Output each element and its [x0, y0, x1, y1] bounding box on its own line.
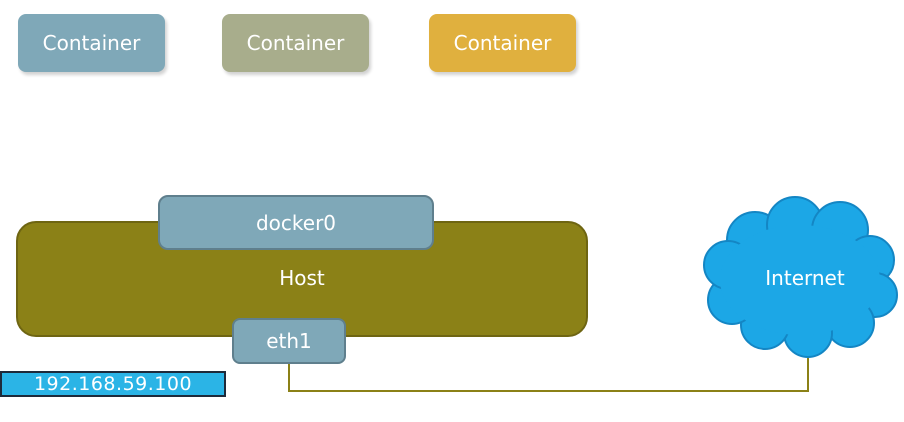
- container-box-2: Container: [222, 14, 369, 72]
- container-label: Container: [246, 31, 345, 55]
- eth1-interface: eth1: [232, 318, 346, 364]
- container-box-3: Container: [429, 14, 576, 72]
- eth1-internet-line: [288, 350, 809, 392]
- container-label: Container: [453, 31, 552, 55]
- container-box-1: Container: [18, 14, 165, 72]
- eth1-label: eth1: [266, 329, 312, 353]
- ip-address-label: 192.168.59.100: [0, 371, 226, 397]
- internet-label: Internet: [765, 266, 845, 290]
- host-label: Host: [279, 266, 325, 290]
- container-label: Container: [42, 31, 141, 55]
- internet-cloud-icon: [703, 196, 898, 358]
- docker0-label: docker0: [255, 210, 337, 235]
- docker0-bridge: docker0: [158, 195, 434, 250]
